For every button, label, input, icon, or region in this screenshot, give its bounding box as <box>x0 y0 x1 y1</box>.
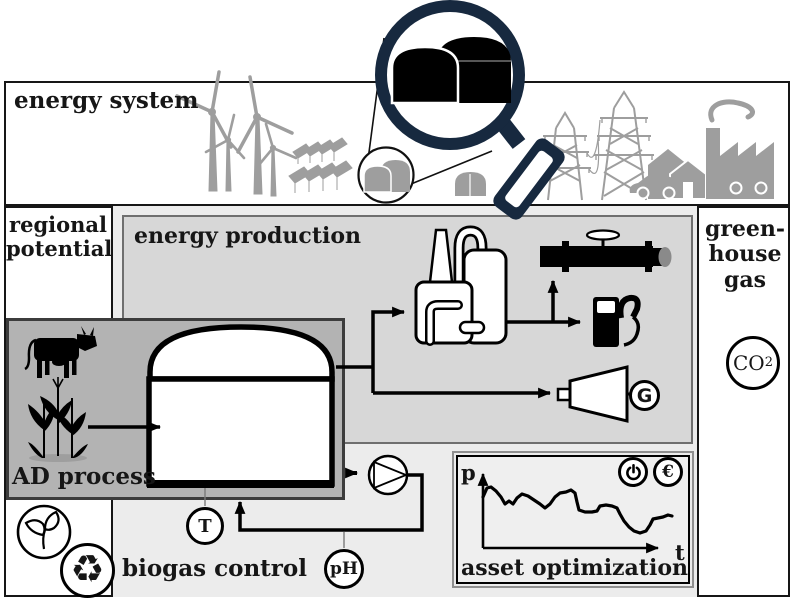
energy-system-title: energy system <box>14 87 199 114</box>
price-axis-label: p <box>461 460 476 485</box>
ad-process-title: AD process <box>12 463 156 490</box>
recycle-icon: ♻ <box>60 543 115 598</box>
power-glyph <box>625 463 641 480</box>
time-axis-label: t <box>675 540 685 565</box>
energy-production-title: energy production <box>134 223 362 249</box>
greenhouse-gas-title: green- house gas <box>704 216 786 293</box>
ph-badge: pH <box>324 549 364 589</box>
biogas-control-title: biogas control <box>122 555 307 582</box>
asset-optimization-title: asset optimization <box>461 555 688 581</box>
temperature-badge: T <box>186 507 224 545</box>
euro-icon: € <box>653 457 683 487</box>
regional-potential-title: regional potential <box>6 212 113 262</box>
power-icon <box>618 457 648 487</box>
generator-badge: G <box>629 380 660 411</box>
